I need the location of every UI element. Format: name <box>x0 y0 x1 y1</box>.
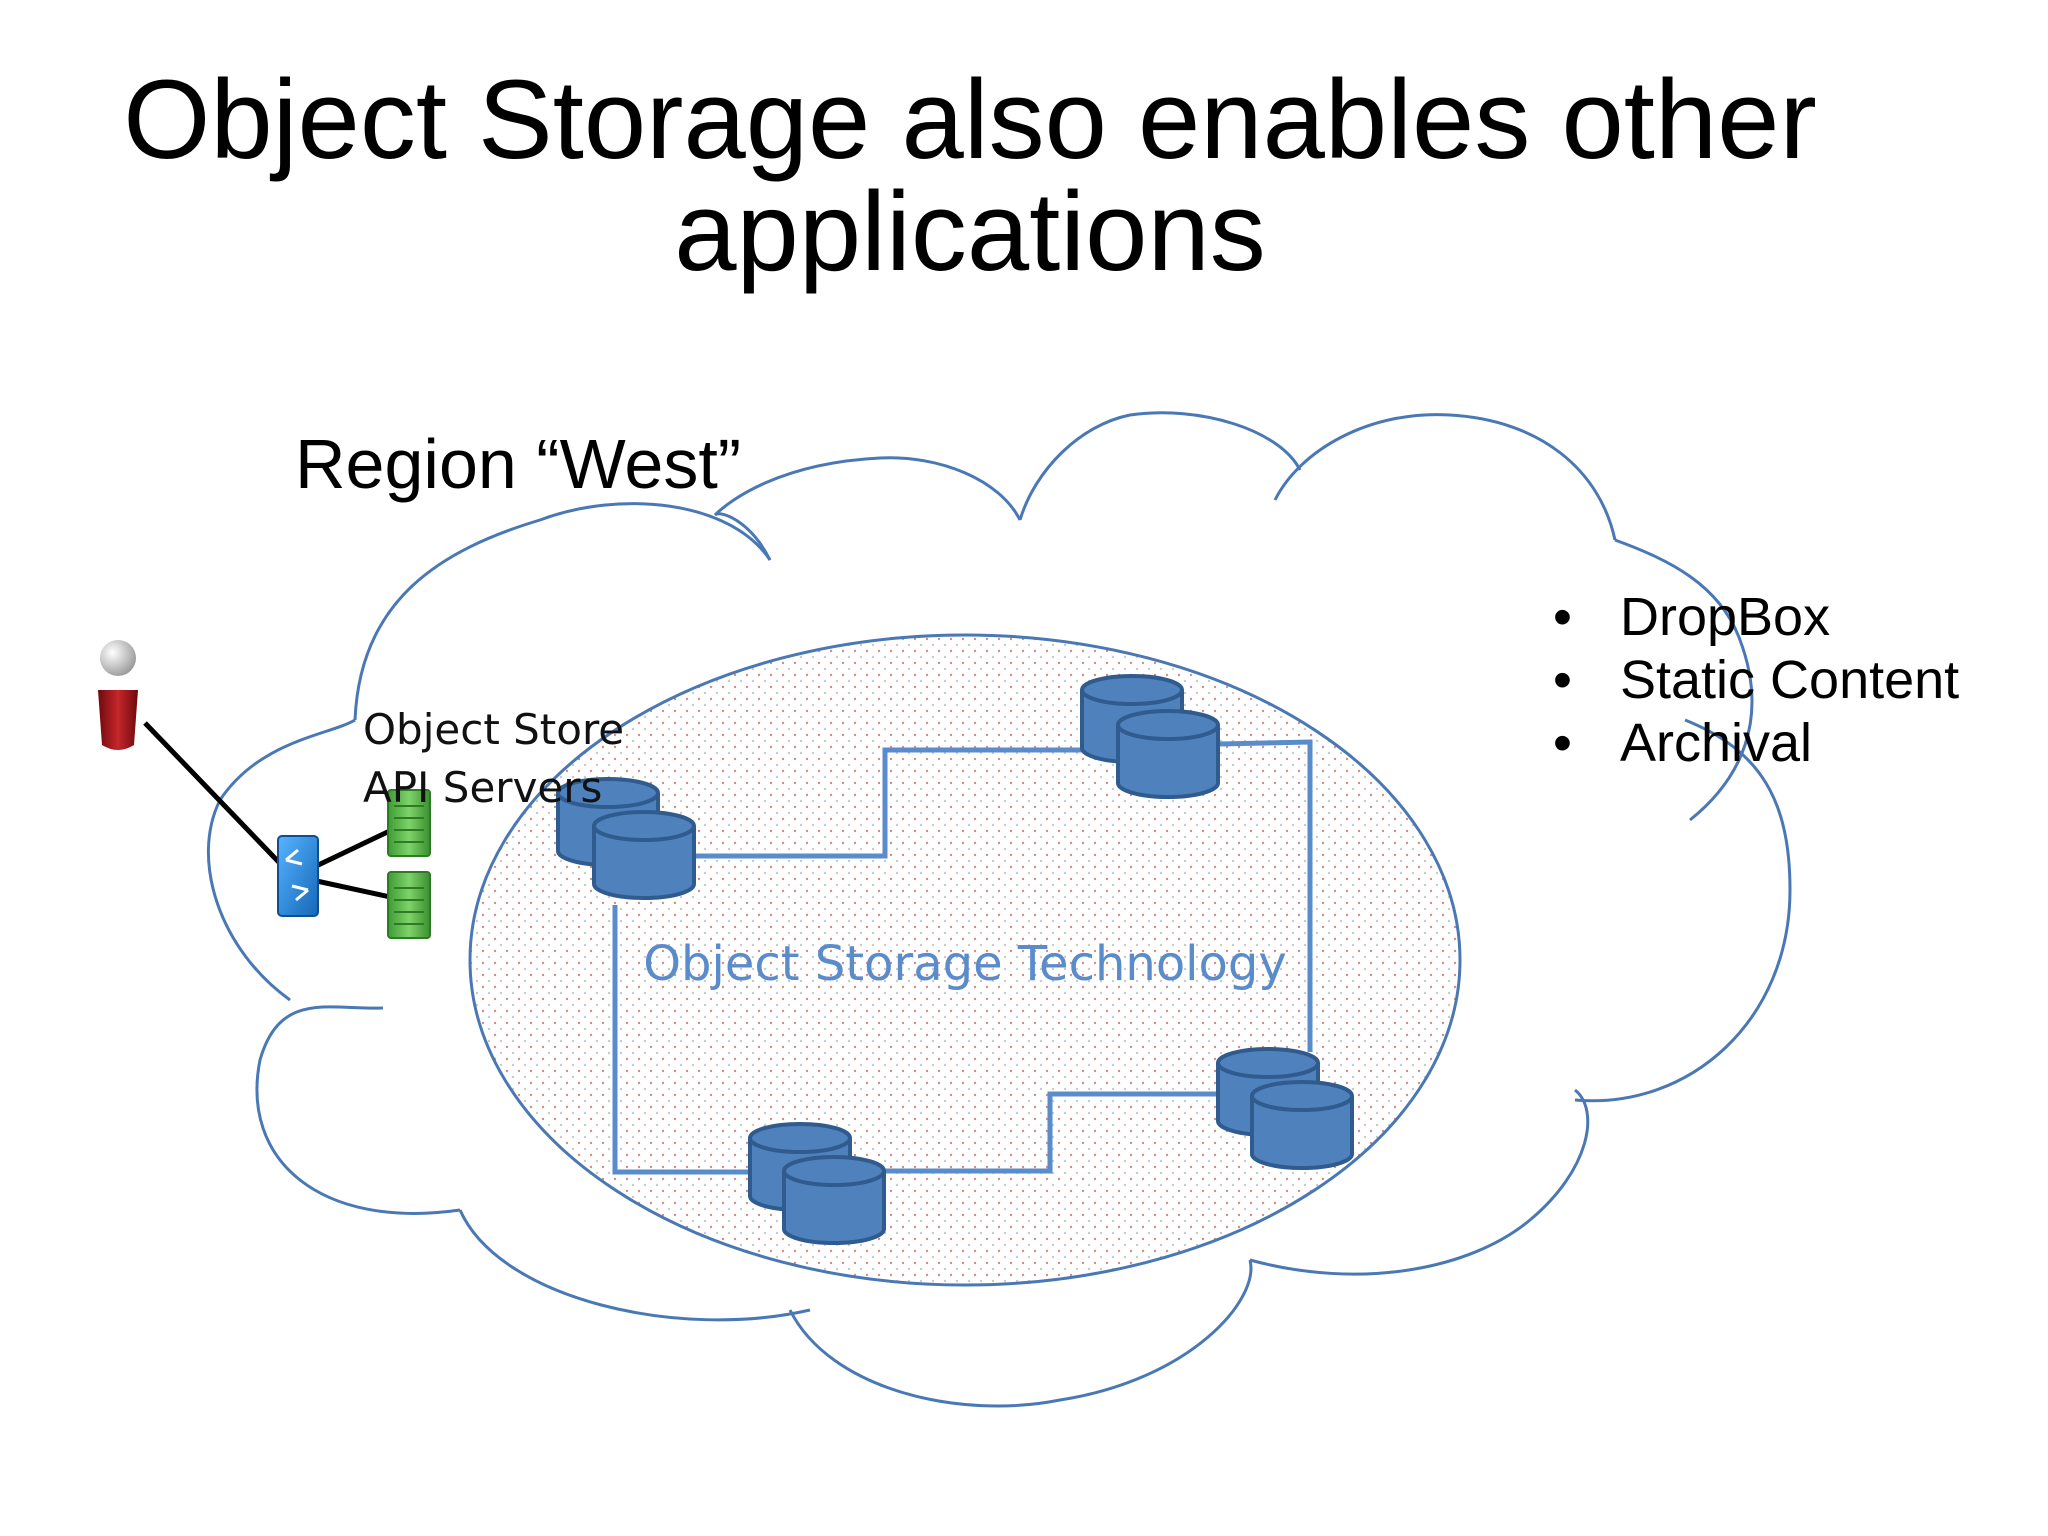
storage-technology-label: Object Storage Technology <box>643 936 1287 992</box>
list-item: DropBox <box>1620 587 1830 647</box>
applications-list: • DropBox • Static Content • Archival <box>1553 587 1959 773</box>
network-switch-icon <box>277 835 319 917</box>
database-icon <box>592 810 696 900</box>
bullet-marker: • <box>1553 650 1572 710</box>
list-item: Archival <box>1620 713 1812 773</box>
database-icon <box>1116 709 1220 799</box>
list-item: Static Content <box>1620 650 1959 710</box>
database-icon <box>782 1155 886 1245</box>
bullet-marker: • <box>1553 713 1572 773</box>
server-icon <box>387 789 431 857</box>
storage-technology-zone <box>468 633 1462 1287</box>
bullet-marker: • <box>1553 587 1572 647</box>
region-cloud <box>206 411 1792 1408</box>
region-label: Region “West” <box>295 425 741 503</box>
page-title-line-1: Object Storage also enables other <box>123 57 1817 182</box>
api-servers-label-line-1: Object Store <box>363 705 624 754</box>
api-servers-label-line-2: API Servers <box>363 763 602 812</box>
page-title-line-2: applications <box>674 169 1266 294</box>
user-icon <box>98 640 138 750</box>
storage-ring-network <box>612 739 1313 1175</box>
database-icon <box>1250 1080 1354 1170</box>
server-icon <box>387 871 431 939</box>
